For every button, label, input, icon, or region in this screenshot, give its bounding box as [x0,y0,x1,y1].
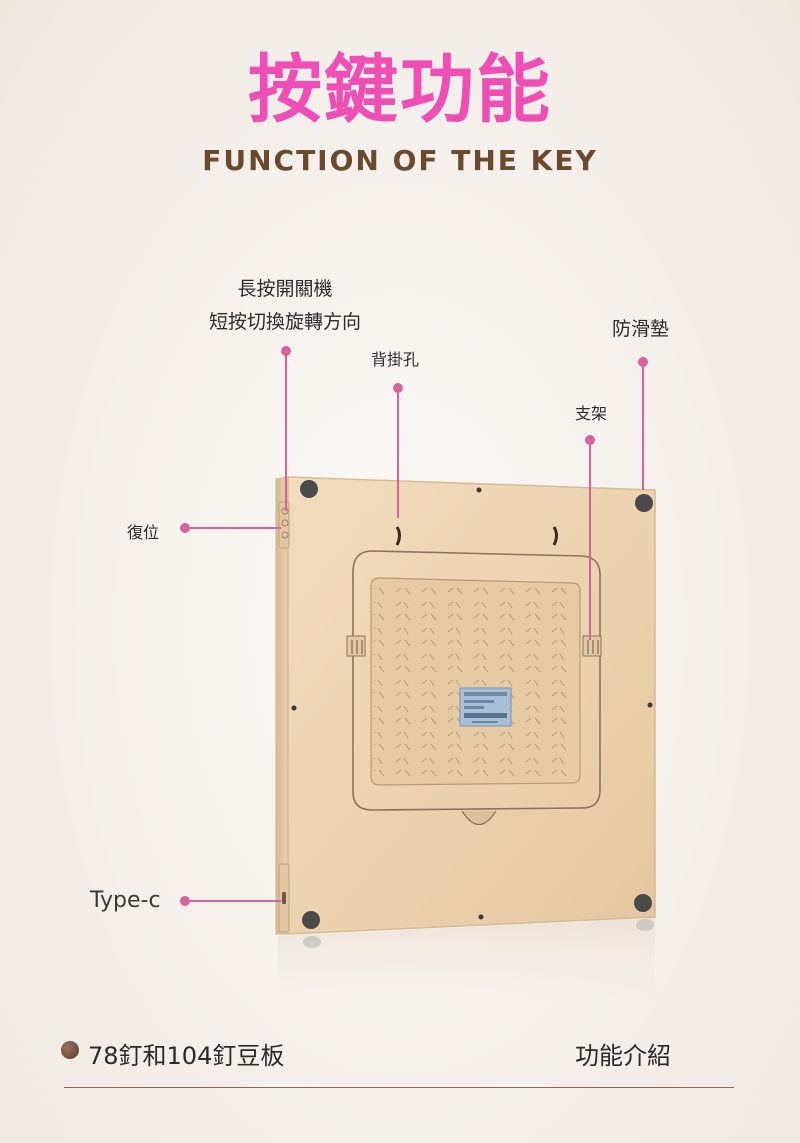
anti-slip-callout-line [642,362,644,490]
page-subtitle: FUNCTION OF THE KEY [202,144,598,177]
stand-callout: 支架 [575,404,608,423]
type-c-callout: Type-c [90,888,161,913]
footer-bullet-icon [61,1041,79,1059]
reset-callout-line [185,527,281,529]
stand-callout-line [589,440,591,640]
power-callout-line2: 短按切換旋轉方向 [208,311,361,333]
footer-divider [64,1087,734,1088]
power-button-callout: 長按開關機 短按切換旋轉方向 [190,274,380,334]
footer-section-label: 功能介紹 [575,1042,671,1070]
reset-callout: 復位 [127,523,160,542]
footer-product-label: 78釘和104釘豆板 [88,1042,285,1070]
type-c-callout-line [185,900,281,902]
anti-slip-pad-callout: 防滑墊 [612,318,670,340]
hang-hole-callout-line [397,388,399,518]
hang-hole-callout: 背掛孔 [371,350,420,369]
power-callout-line1: 長按開關機 [237,278,333,300]
power-callout-line [285,351,287,511]
page-title: 按鍵功能 [248,47,552,133]
